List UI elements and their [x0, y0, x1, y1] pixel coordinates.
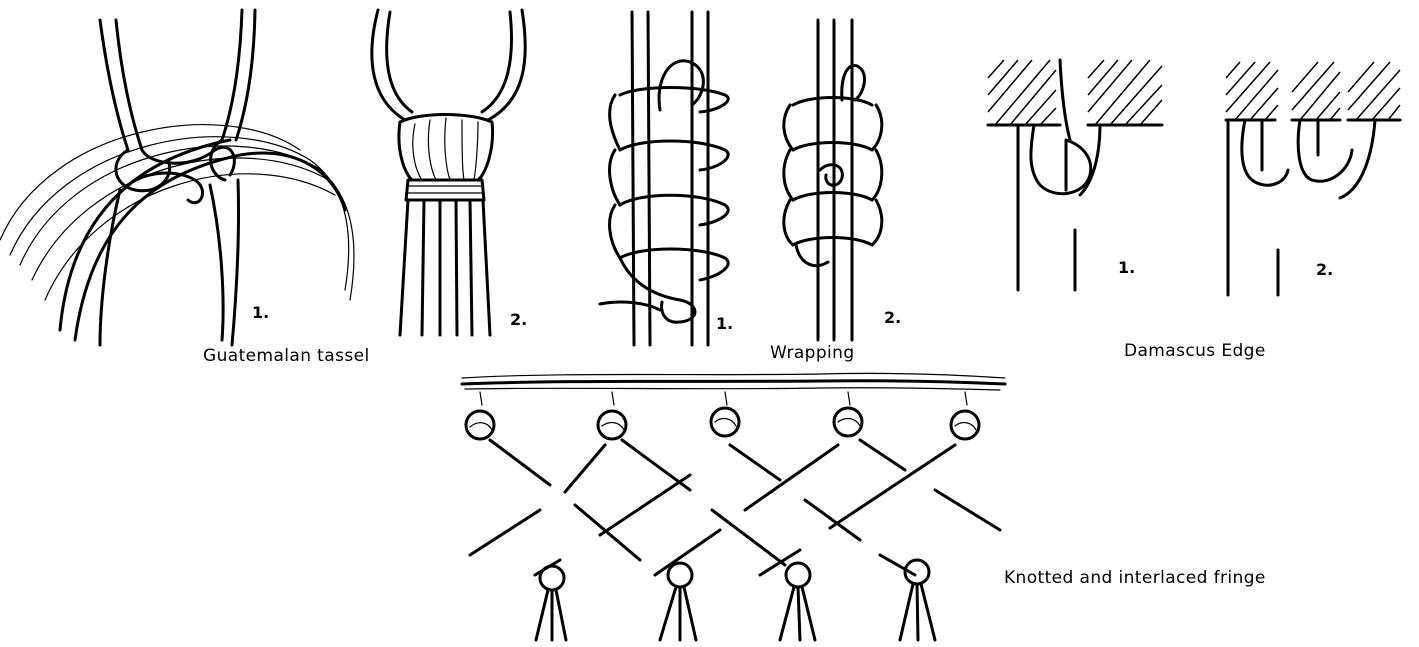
damascus-edge-step1-drawing: [988, 60, 1162, 290]
interlaced-fringe-drawing: [462, 373, 1005, 640]
guatemalan-tassel-step1-label: 1.: [252, 305, 269, 321]
interlaced-fringe-caption: Knotted and interlaced fringe: [1004, 570, 1266, 587]
guatemalan-tassel-step2-drawing: [372, 10, 525, 335]
wrapping-step1-drawing: [600, 12, 728, 345]
guatemalan-tassel-step1-drawing: [0, 10, 354, 345]
wrapping-step1-label: 1.: [716, 316, 733, 332]
guatemalan-tassel-step2-label: 2.: [510, 312, 527, 328]
wrapping-step2-drawing: [784, 20, 882, 340]
damascus-edge-step2-label: 2.: [1316, 262, 1333, 278]
damascus-edge-caption: Damascus Edge: [1124, 343, 1266, 360]
wrapping-caption: Wrapping: [770, 345, 855, 362]
wrapping-step2-label: 2.: [884, 310, 901, 326]
damascus-edge-step1-label: 1.: [1118, 260, 1135, 276]
guatemalan-tassel-caption: Guatemalan tassel: [203, 348, 370, 365]
damascus-edge-step2-drawing: [1226, 62, 1400, 295]
